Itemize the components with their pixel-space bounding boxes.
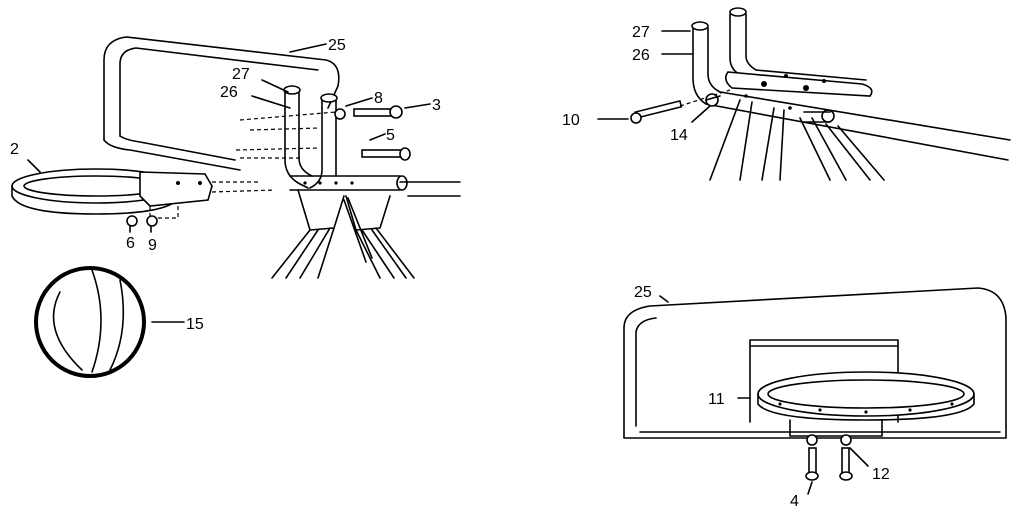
label-post-27-detail: 27: [632, 24, 650, 41]
label-part-8: 8: [374, 90, 383, 107]
label-post-26-detail: 26: [632, 47, 650, 64]
label-part-9: 9: [148, 237, 157, 254]
label-part-11: 11: [708, 391, 725, 408]
label-ball-15: 15: [186, 316, 204, 333]
backboard-outline: [103, 36, 340, 141]
backboard-front: [623, 287, 1007, 439]
rim-bracket: [139, 171, 213, 207]
label-rim-2: 2: [10, 141, 19, 158]
label-part-14: 14: [670, 127, 688, 144]
label-backboard-25-front: 25: [634, 284, 652, 301]
rim-detail: [757, 371, 975, 417]
bottom-right-assembly: [623, 287, 1007, 481]
label-backboard-25: 25: [328, 37, 346, 54]
top-right-assembly: [630, 7, 1011, 181]
post-27-detail: [692, 27, 707, 105]
top-right-leaders: [597, 30, 711, 123]
ball: [34, 266, 146, 378]
left-legs: [271, 227, 335, 279]
right-support-bracket: [345, 195, 391, 231]
post-27: [284, 91, 309, 189]
right-legs: [355, 227, 415, 279]
label-part-4: 4: [790, 493, 799, 510]
post-26-detail: [729, 13, 743, 77]
nut-8: [334, 108, 346, 120]
label-part-3: 3: [432, 97, 441, 114]
bolt-3: [353, 108, 395, 117]
label-part-6: 6: [126, 235, 135, 252]
nut-6: [126, 215, 138, 227]
bottom-right-leaders: [659, 295, 869, 495]
nut-12: [840, 434, 852, 446]
bolt-5: [361, 149, 403, 158]
top-left-assembly: [11, 36, 461, 279]
crossbar: [289, 175, 401, 191]
washer-9: [146, 215, 158, 227]
bolt-4: [808, 447, 817, 475]
top-left-leaders: [27, 43, 431, 323]
bolt-12: [841, 447, 850, 475]
nut-4: [806, 434, 818, 446]
post-26: [309, 99, 323, 189]
label-part-10: 10: [562, 112, 580, 129]
tube-sleeve: [724, 71, 873, 97]
labels: 25 27 26 8 3 5 2 6 9 15 27 26 10 14 25 1…: [10, 24, 890, 510]
backboard-bottom-edge: [103, 139, 241, 171]
label-part-5: 5: [386, 127, 395, 144]
label-post-27: 27: [232, 66, 250, 83]
backboard-inner-outline: [119, 47, 319, 137]
label-part-12: 12: [872, 466, 890, 483]
left-support-bracket: [297, 189, 345, 231]
label-post-26: 26: [220, 84, 238, 101]
bolt-10: [634, 99, 683, 119]
